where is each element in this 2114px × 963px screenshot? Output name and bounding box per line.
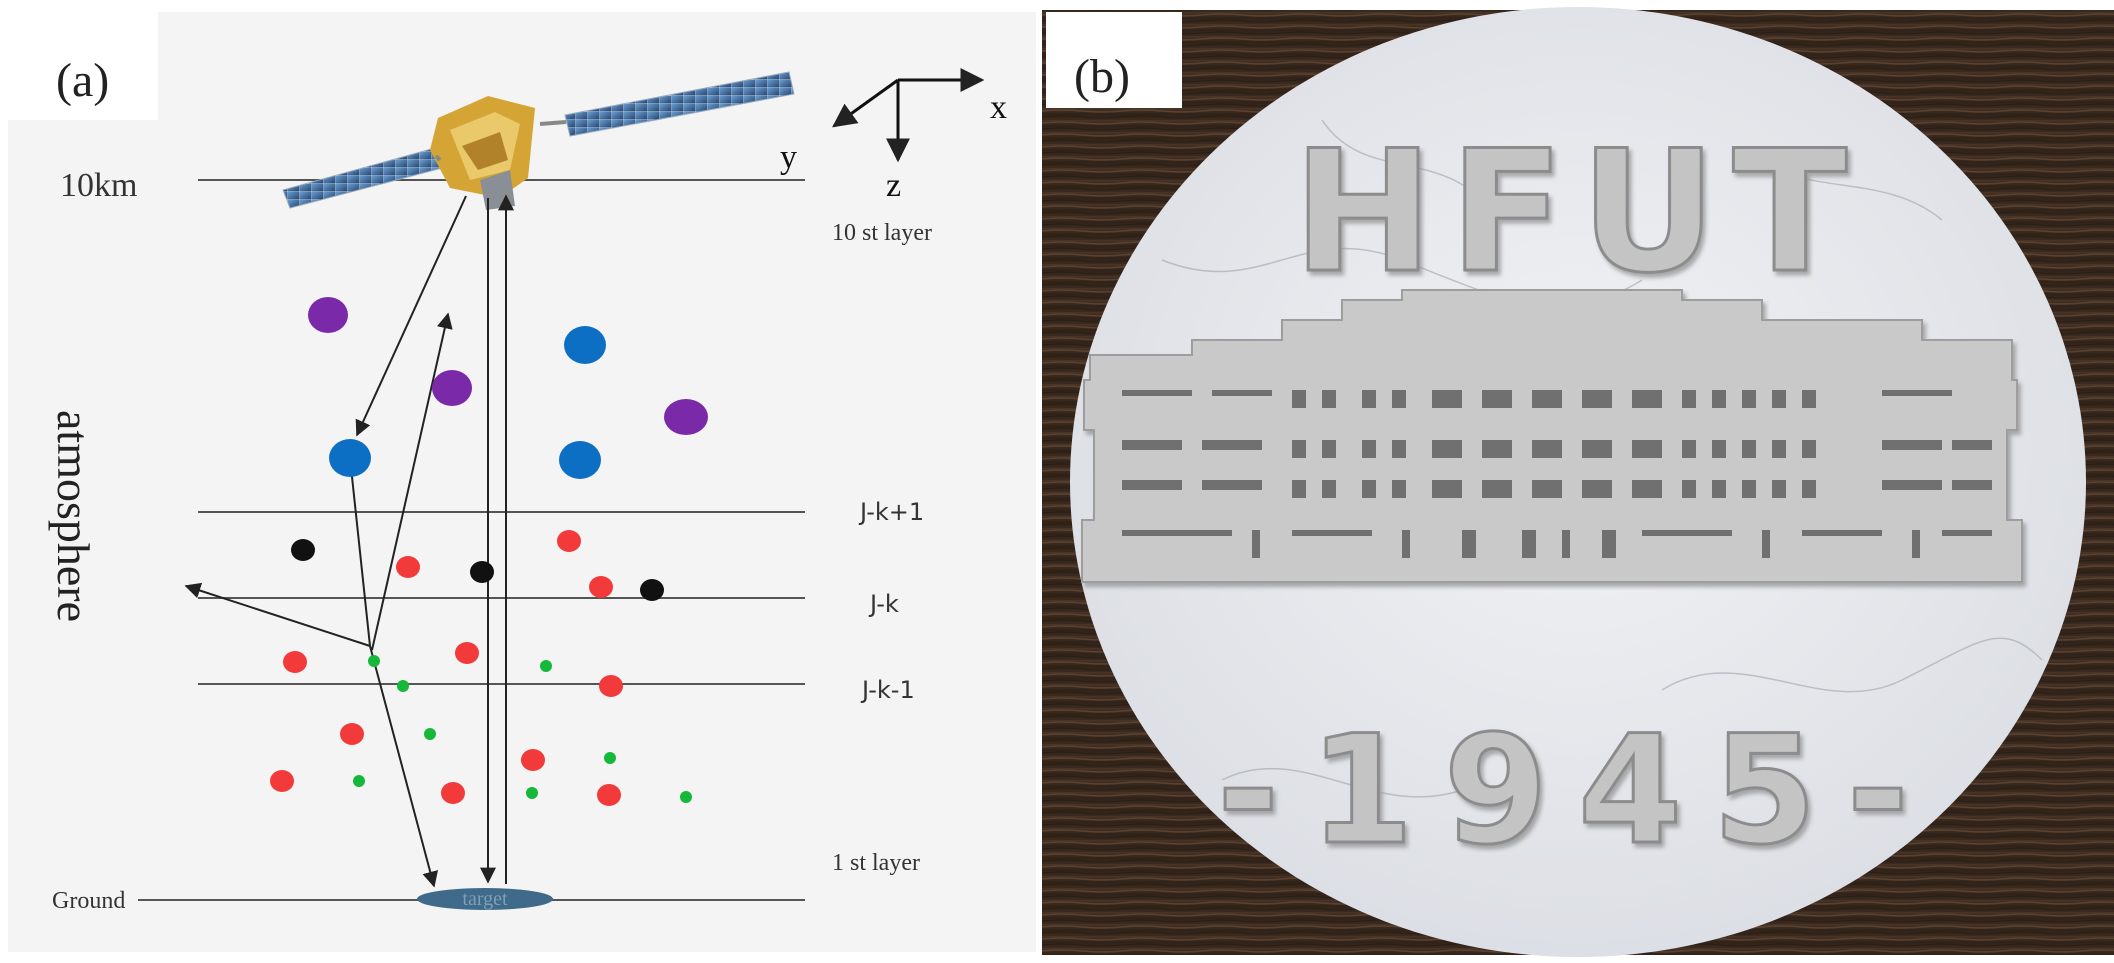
particle-green — [397, 680, 409, 692]
particle-red — [270, 770, 294, 792]
particle-green — [540, 660, 552, 672]
particle-green — [680, 791, 692, 803]
panel-b-label-box — [1046, 12, 1182, 108]
panel-a-label-box — [8, 12, 158, 120]
radiation-paths — [184, 194, 514, 888]
particle-red — [597, 784, 621, 806]
layer-label-jk-plus1: J-k+1 — [858, 498, 924, 526]
building-relief-icon — [1081, 289, 2023, 583]
particle-green — [353, 775, 365, 787]
target-label: target — [462, 888, 508, 910]
particle-purple — [664, 399, 708, 435]
particle-green — [424, 728, 436, 740]
layer-label-bottom: 1 st layer — [832, 850, 920, 876]
axis-label-y: y — [780, 139, 797, 176]
particle-blue — [564, 326, 606, 364]
particle-green — [604, 752, 616, 764]
particle-green — [526, 787, 538, 799]
panel-b-photo: (b) HFUT — [1042, 0, 2114, 963]
particle-red — [441, 782, 465, 804]
panel-a-diagram: (a) 10km 10 st layer J-k+1 J-k J-k-1 1 s… — [0, 0, 1042, 963]
particle-black — [291, 539, 315, 561]
satellite-icon — [282, 71, 795, 210]
axis-label-x: x — [990, 89, 1007, 126]
particle-purple — [432, 370, 472, 406]
particle-red — [589, 576, 613, 598]
particle-black — [470, 561, 494, 583]
particle-purple — [308, 297, 348, 333]
axes-icon — [832, 68, 985, 163]
ground-label: Ground — [52, 888, 125, 914]
layer-label-top: 10 st layer — [832, 220, 932, 246]
layer-label-jk-minus1: J-k-1 — [860, 676, 915, 704]
ground-target — [417, 888, 553, 910]
panel-a-label: (a) — [56, 54, 109, 107]
particle-red — [283, 651, 307, 673]
particle-red — [521, 749, 545, 771]
particles — [270, 297, 708, 806]
particle-blue — [329, 439, 371, 477]
particle-black — [640, 579, 664, 601]
atmosphere-label: atmosphere — [48, 410, 99, 622]
particle-red — [599, 675, 623, 697]
particle-red — [396, 556, 420, 578]
particle-red — [455, 642, 479, 664]
particle-blue — [559, 441, 601, 479]
particle-red — [557, 530, 581, 552]
layer-label-jk: J-k — [868, 590, 899, 618]
particle-red — [340, 723, 364, 745]
panel-b-label: (b) — [1074, 50, 1130, 103]
year-text: -1945- — [1217, 704, 1939, 878]
hfut-badge: (b) HFUT — [1042, 7, 2114, 957]
altitude-label-10km: 10km — [60, 167, 137, 204]
logo-text: HFUT — [1293, 114, 1863, 310]
particle-green — [368, 655, 380, 667]
axis-label-z: z — [886, 167, 901, 204]
atmosphere-diagram: (a) 10km 10 st layer J-k+1 J-k J-k-1 1 s… — [8, 12, 1036, 952]
